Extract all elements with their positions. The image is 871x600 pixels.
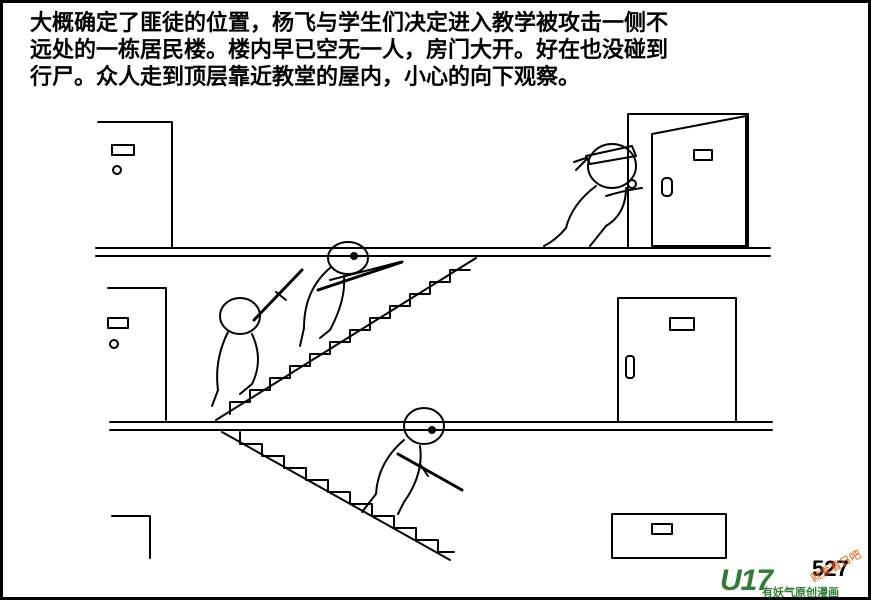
site-watermark: U17 有妖气原创漫画 就爱看日吧: [718, 548, 863, 599]
page-number: 527: [812, 556, 849, 581]
comic-panel: [3, 3, 868, 597]
watermark-subtitle: 有妖气原创漫画: [762, 586, 839, 599]
door-mid-left: [107, 287, 167, 421]
character-with-headband: [543, 143, 643, 247]
caption-line-1: 大概确定了匪徒的位置，杨飞与学生们决定进入教学被攻击一侧不: [30, 11, 669, 36]
narration-caption: 大概确定了匪徒的位置，杨飞与学生们决定进入教学被攻击一侧不 远处的一栋居民楼。楼…: [30, 10, 830, 91]
door-bottom-right: [611, 513, 727, 559]
staircase-upper: [215, 257, 477, 421]
door-bottom-left: [111, 515, 151, 559]
door-top-left: [97, 121, 173, 249]
door-mid-right: [617, 297, 737, 423]
caption-line-2: 远处的一栋居民楼。楼内早已空无一人，房门大开。好在也没碰到: [30, 38, 669, 63]
character-rifle-lower: [361, 407, 464, 515]
door-top-right-open: [627, 113, 749, 249]
floor-slabs: [95, 247, 773, 431]
caption-line-3: 行尸。众人走到顶层靠近教堂的屋内，小心的向下观察。: [30, 65, 581, 90]
staircase-lower: [221, 431, 455, 561]
character-rifle-upper: [299, 241, 404, 347]
character-rifle-middle: [211, 268, 304, 407]
watermark-logo: U17: [720, 564, 773, 597]
